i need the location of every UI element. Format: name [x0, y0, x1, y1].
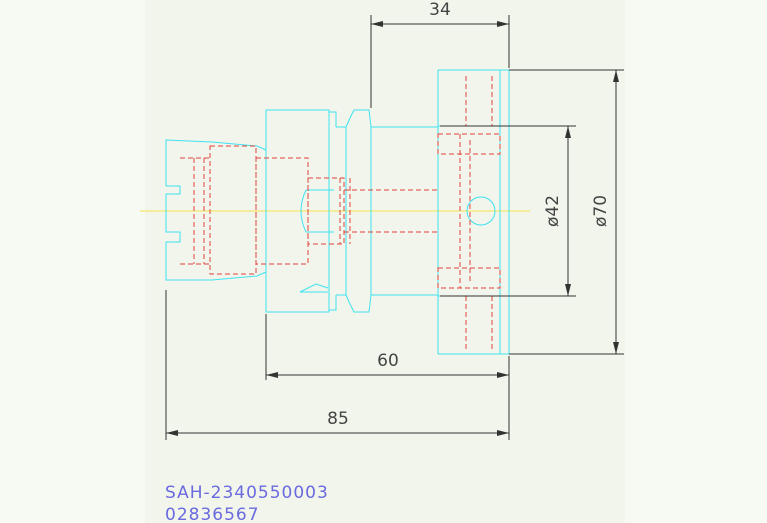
drawing-sheet	[145, 0, 625, 523]
dimension-lines	[165, 15, 624, 440]
part-code-label: 02836567	[165, 505, 260, 523]
part-outline	[165, 69, 510, 355]
dimension-dia-70: ø70	[591, 195, 611, 227]
hidden-lines	[180, 76, 501, 350]
dimension-dia-42: ø42	[543, 195, 563, 227]
dimension-34: 34	[429, 0, 451, 20]
dimension-85: 85	[327, 409, 349, 429]
dimension-60: 60	[377, 351, 399, 371]
part-number-label: SAH-2340550003	[165, 483, 329, 503]
dimension-arrows	[166, 21, 619, 436]
